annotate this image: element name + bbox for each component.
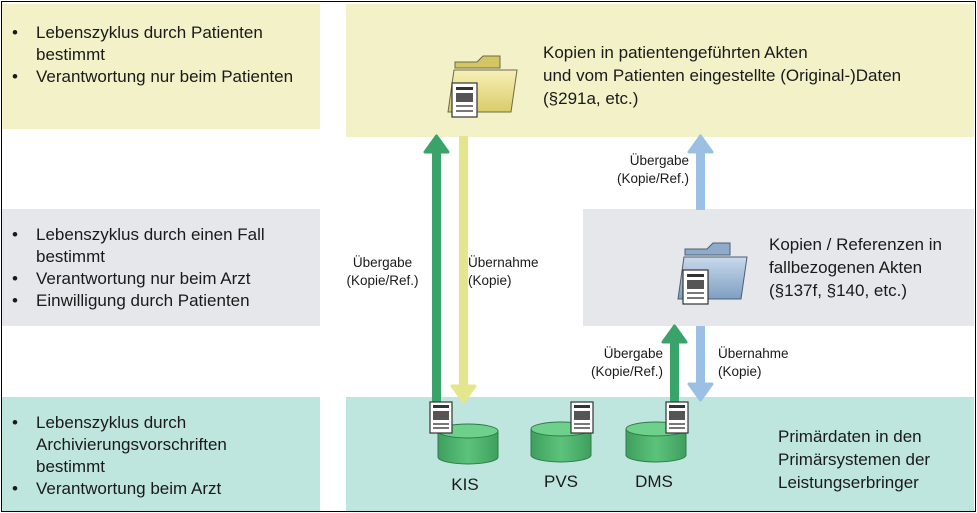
bullet-item: Verantwortung nur beim Arzt [6,268,306,290]
kis-up-label: Übergabe (Kopie/Ref.) [330,254,435,290]
patient-records-line3: (§291a, etc.) [543,89,639,108]
case-up-label: Übergabe (Kopie/Ref.) [584,152,689,188]
kis-up-arrow [423,134,450,402]
kis-up-label-line2: (Kopie/Ref.) [346,273,419,288]
primary-data-line3: Leistungserbringer [778,473,919,492]
dms-up-arrow [661,324,688,404]
bullet-text: Verantwortung nur beim Patienten [36,67,294,86]
server-icon [570,401,594,434]
system-label-pvs: PVS [543,472,579,491]
bullet-item: Lebenszyklus durch Archivierungsvorschri… [6,412,276,478]
case-records-line2: fallbezogenen Akten [769,258,923,277]
bullet-text: Verantwortung beim Arzt [36,479,222,498]
band-case-records [583,209,974,326]
case-up-arrow [687,134,714,210]
dms-up-label-line1: Übergabe [603,346,663,361]
dms-up-label: Übergabe (Kopie/Ref.) [559,345,663,381]
bullet-item: Lebenszyklus durch einen Fall bestimmt [6,224,306,268]
bullet-item: Verantwortung beim Arzt [6,478,276,500]
case-records-line3: (§137f, §140, etc.) [769,281,907,300]
patient-lifecycle-list: Lebenszyklus durch Patienten bestimmt Ve… [6,22,296,88]
document-icon [682,269,709,305]
kis-down-label-line1: Übernahme [468,255,539,270]
bullet-text: Lebenszyklus durch Archivierungsvorschri… [36,413,227,476]
bullet-text: Lebenszyklus durch Patienten bestimmt [36,23,263,64]
archive-lifecycle-list: Lebenszyklus durch Archivierungsvorschri… [6,412,276,500]
primary-data-line1: Primärdaten in den [778,427,922,446]
bullet-item: Lebenszyklus durch Patienten bestimmt [6,22,296,66]
case-up-label-line1: Übergabe [629,153,689,168]
patient-records-line1: Kopien in patientengeführten Akten [543,43,808,62]
dms-up-label-line2: (Kopie/Ref.) [590,364,663,379]
band-patient-records [346,4,974,137]
primary-data-line2: Primärsystemen der [778,450,931,469]
dms-down-arrow [687,326,714,402]
server-icon [429,401,453,434]
kis-down-label-line2: (Kopie) [468,273,512,288]
case-up-label-line2: (Kopie/Ref.) [616,171,689,186]
kis-down-label: Übernahme (Kopie) [468,254,548,290]
kis-up-label-line1: Übergabe [352,255,413,270]
kis-down-arrow [450,136,477,404]
system-label-dms: DMS [635,472,673,491]
bullet-text: Verantwortung nur beim Arzt [36,269,251,288]
case-records-line1: Kopien / Referenzen in [769,235,942,254]
dms-down-label: Übernahme (Kopie) [718,345,818,381]
bullet-text: Einwilligung durch Patienten [36,291,250,310]
bullet-item: Einwilligung durch Patienten [6,290,306,312]
dms-down-label-line1: Übernahme [718,346,789,361]
bullet-item: Verantwortung nur beim Patienten [6,66,296,88]
patient-records-line2: und vom Patienten eingestellte (Original… [543,66,902,85]
system-label-kis: KIS [451,475,479,494]
server-icon [665,401,689,434]
case-lifecycle-list: Lebenszyklus durch einen Fall bestimmt V… [6,224,306,312]
bullet-text: Lebenszyklus durch einen Fall bestimmt [36,225,265,266]
database-icon [437,423,499,465]
dms-down-label-line2: (Kopie) [718,364,762,379]
document-icon [451,82,478,118]
